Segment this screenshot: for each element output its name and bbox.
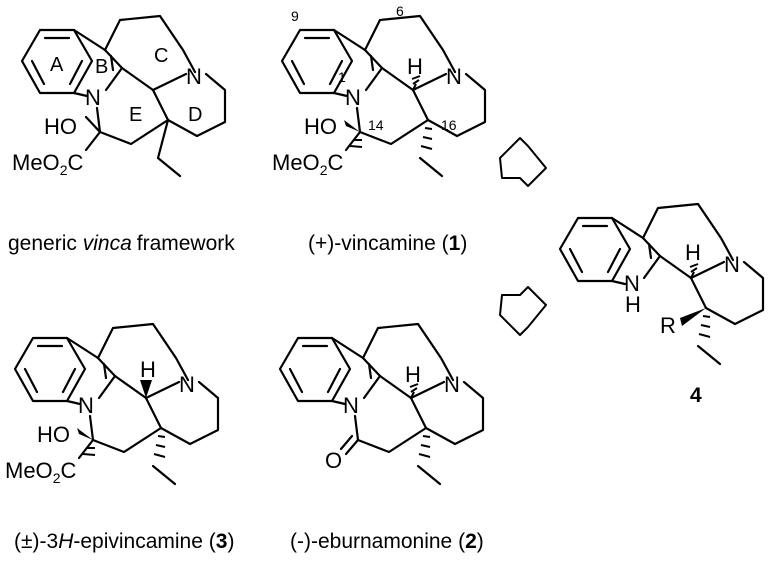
atom-nh-h: H [625,292,641,317]
atom-n-amine: N [444,372,460,397]
atom-n-indole: N [343,393,359,418]
ring-label-e: E [129,104,142,126]
eburnamonine-structure: N N H O [278,322,485,486]
caption-compound-4: 4 [690,384,702,407]
atom-h: H [407,54,423,79]
atom-h: H [140,357,156,382]
atom-r: R [660,313,676,338]
ring-label-a: A [50,54,64,76]
ester-meo: MeO2C [5,458,76,486]
atom-h: H [405,362,421,387]
ring-label-c: C [154,45,168,67]
atom-n-indole: N [345,85,361,110]
locant-14: 14 [368,117,384,133]
locant-16: 16 [441,117,457,133]
generic-framework-structure: N N HO MeO2C A B C D E [12,14,227,178]
locant-9: 9 [291,8,299,24]
caption-vincamine: (+)-vincamine (1) [308,232,467,255]
vincamine-structure: N N H HO MeO2C 9 6 1 14 16 [272,3,487,178]
ester-meo: MeO2C [12,150,83,178]
ring-label-d: D [188,104,202,126]
atom-n-amine: N [446,64,462,89]
atom-o-carbonyl: O [325,448,342,473]
ester-meo: MeO2C [272,150,343,178]
atom-ho: HO [44,114,77,139]
retro-arrow-upper [499,137,547,187]
caption-epivincamine: (±)-3H-epivincamine (3) [14,530,234,553]
atom-n-indole: N [78,393,94,418]
atom-n-amine: N [179,372,195,397]
atom-ho: HO [37,422,70,447]
atom-h: H [685,240,701,265]
atom-n-amine: N [724,252,740,277]
caption-eburnamonine: (-)-eburnamonine (2) [290,530,484,553]
atom-n-indole: N [85,85,101,110]
ring-label-b: B [95,56,108,78]
locant-1: 1 [338,69,346,85]
epivincamine-structure: N N H HO MeO2C [5,322,220,486]
atom-ho: HO [304,114,337,139]
compound-4-structure: N H N H R [558,202,765,366]
atom-n-amine: N [186,64,202,89]
locant-6: 6 [396,3,404,19]
atom-n-indole: N [624,271,640,296]
retro-arrow-lower [499,286,547,336]
